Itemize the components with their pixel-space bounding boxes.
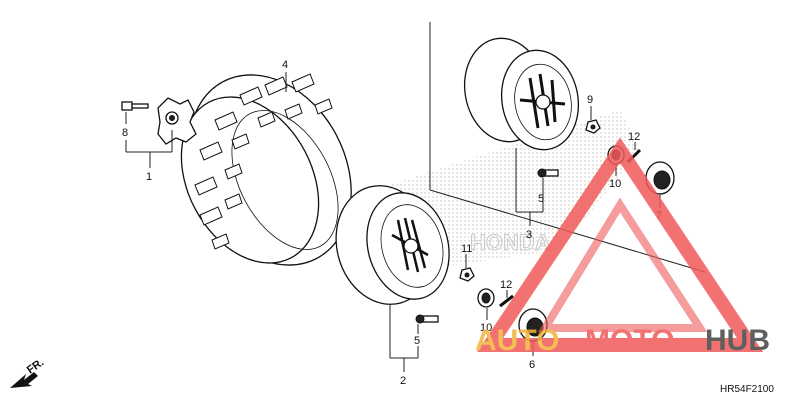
wheel-bolt: [121, 101, 149, 111]
callout-3: 3: [526, 229, 532, 241]
callout-6: 6: [529, 359, 535, 371]
watermark-moto: MOTO: [585, 324, 674, 357]
honda-logo-text: HONDA: [470, 230, 551, 255]
callout-12-front: 12: [500, 279, 512, 291]
cotter-pin-front: [499, 294, 514, 308]
callout-10-rear: 10: [609, 178, 621, 190]
callout-2: 2: [400, 375, 406, 387]
front-direction-arrow: FR.: [10, 356, 46, 388]
callout-1: 1: [146, 171, 152, 183]
tire: [180, 73, 352, 266]
automotohub-watermark: AUTO MOTO HUB: [475, 137, 770, 357]
watermark-auto: AUTO: [475, 324, 559, 357]
watermark-hub: HUB: [705, 324, 770, 357]
callout-12-rear: 12: [628, 131, 640, 143]
leader-lines: [125, 72, 661, 372]
callout-5-front: 5: [414, 335, 420, 347]
wheel-nut-front: [459, 267, 475, 282]
callout-8: 8: [122, 127, 128, 139]
wheel-nut-rear: [585, 119, 601, 134]
front-wheel: [335, 185, 450, 305]
valve-stem-front: [415, 314, 439, 324]
castle-nut-front: [477, 288, 495, 308]
rear-wheel: [463, 37, 580, 151]
valve-stem-rear: [537, 168, 559, 178]
callout-5-rear: 5: [538, 193, 544, 205]
callout-9: 9: [587, 94, 593, 106]
honda-logo-background: HONDA: [390, 110, 640, 270]
direction-label: FR.: [25, 356, 46, 376]
diagram-code: HR54F2100: [720, 384, 774, 395]
hub-plate: [157, 97, 197, 145]
callout-10-front: 10: [480, 322, 492, 334]
callout-11: 11: [461, 243, 472, 255]
callout-4: 4: [282, 59, 288, 71]
